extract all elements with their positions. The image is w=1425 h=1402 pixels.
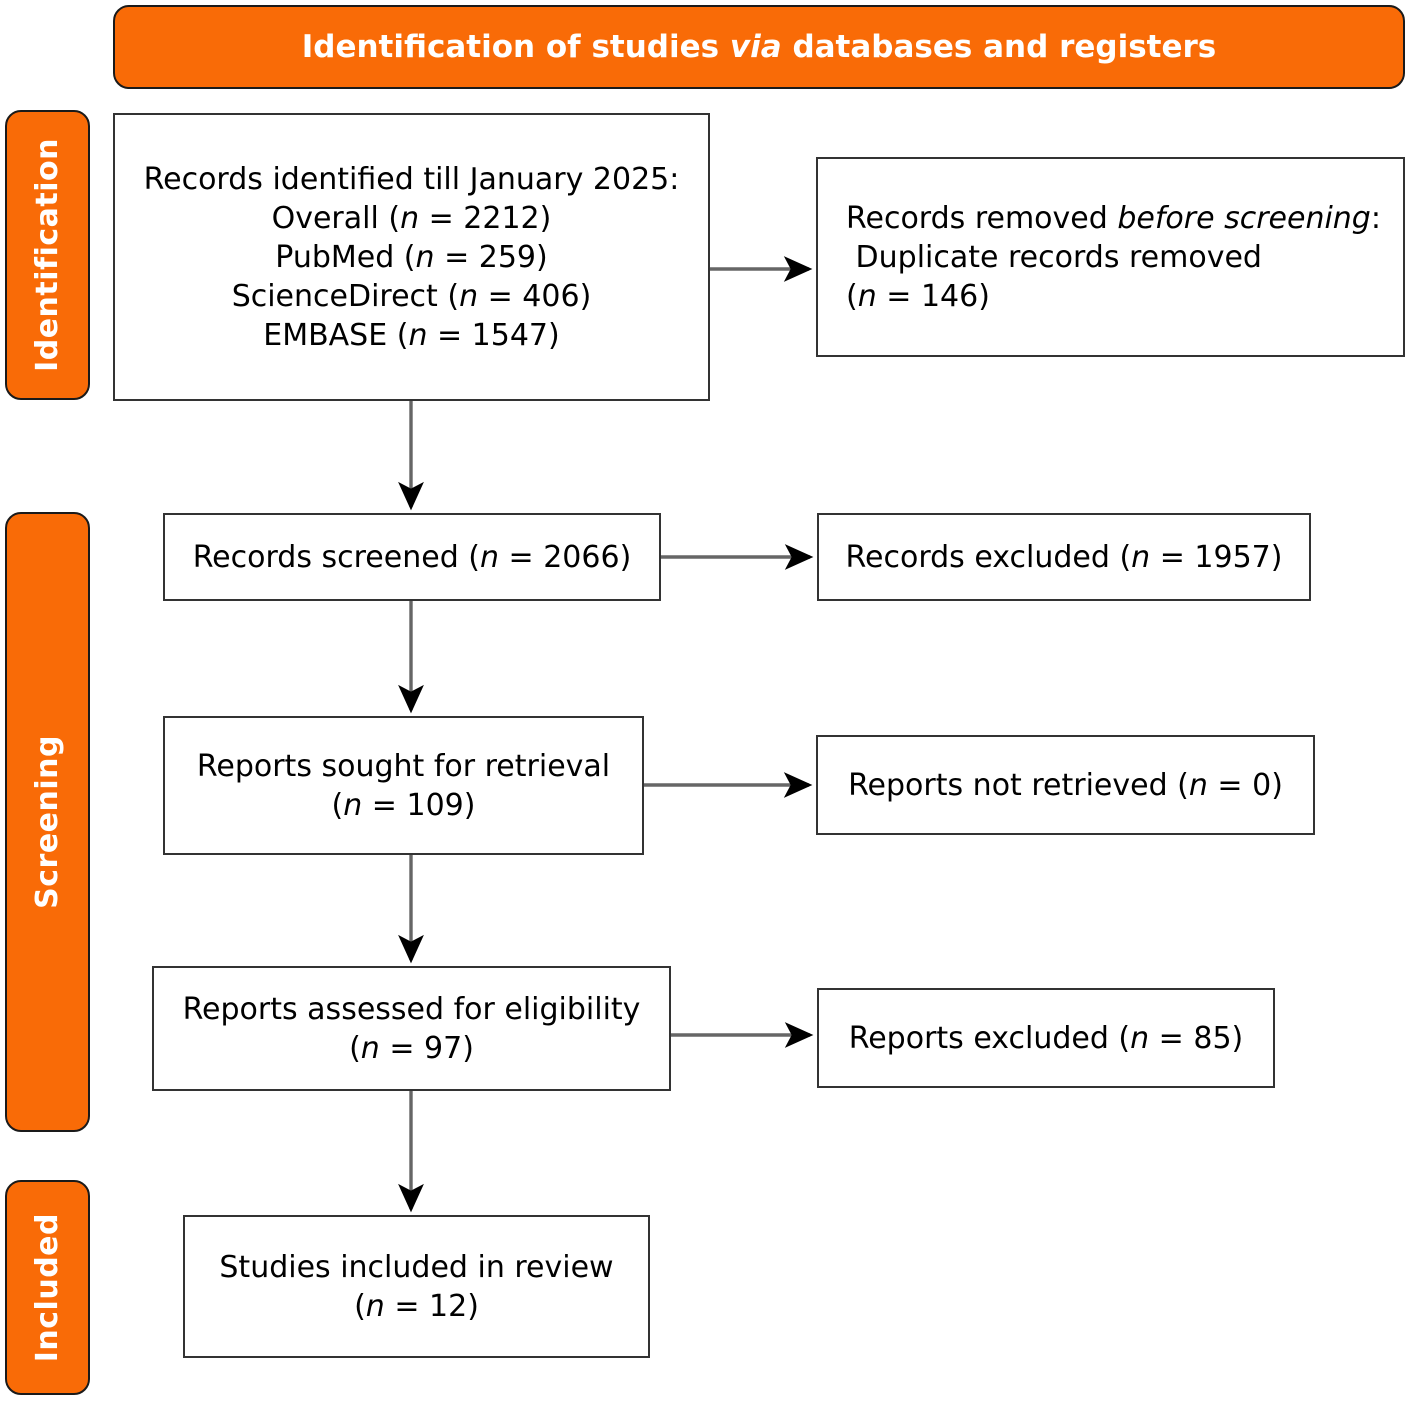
source-pubmed-name: PubMed xyxy=(275,239,395,275)
stage-tab-included-label: Included xyxy=(30,1212,65,1363)
box-records-excluded: Records excluded (n = 1957) xyxy=(817,513,1311,601)
diagram-title-italic: via xyxy=(729,29,782,65)
removed-line2: Duplicate records removed xyxy=(855,239,1262,275)
box-reports-not-retrieved-text: Reports not retrieved (n = 0) xyxy=(848,767,1283,803)
removed-line1-plain: Records removed xyxy=(846,200,1118,236)
box-reports-not-retrieved: Reports not retrieved (n = 0) xyxy=(816,735,1315,835)
removed-n: 146 xyxy=(920,278,979,314)
box-studies-included-in-review: Studies included in review (n = 12) xyxy=(183,1215,650,1358)
reports-not-retrieved-label: Reports not retrieved xyxy=(848,767,1168,803)
box-records-screened-text: Records screened (n = 2066) xyxy=(192,539,632,575)
diagram-title-text: Identification of studies via databases … xyxy=(302,29,1217,65)
studies-included-n: 12 xyxy=(429,1288,468,1324)
box-records-identified: Records identified till January 2025: Ov… xyxy=(113,113,710,401)
diagram-title-tail: databases and registers xyxy=(781,29,1217,65)
reports-assessed-n: 97 xyxy=(424,1030,463,1066)
reports-not-retrieved-n: 0 xyxy=(1252,767,1272,803)
box-studies-included-text: Studies included in review (n = 12) xyxy=(219,1249,614,1324)
stage-tab-included: Included xyxy=(5,1180,90,1395)
box-records-identified-text: Records identified till January 2025: Ov… xyxy=(143,161,680,353)
removed-line1-tail: : xyxy=(1370,200,1381,236)
source-embase-name: EMBASE xyxy=(263,317,388,353)
box-records-screened: Records screened (n = 2066) xyxy=(163,513,661,601)
box-reports-sought-for-retrieval: Reports sought for retrieval (n = 109) xyxy=(163,716,644,855)
records-screened-n: 2066 xyxy=(543,539,620,575)
records-identified-heading: Records identified till January 2025: xyxy=(143,161,680,197)
box-reports-assessed-for-eligibility: Reports assessed for eligibility (n = 97… xyxy=(152,966,671,1091)
box-records-excluded-text: Records excluded (n = 1957) xyxy=(845,539,1283,575)
stage-tab-screening: Screening xyxy=(5,512,90,1132)
reports-excluded-label: Reports excluded xyxy=(848,1020,1109,1056)
box-records-removed-before-screening: Records removed before screening: Duplic… xyxy=(816,157,1405,357)
stage-tab-identification-label: Identification xyxy=(30,138,65,372)
reports-excluded-n: 85 xyxy=(1193,1020,1232,1056)
box-reports-excluded-text: Reports excluded (n = 85) xyxy=(848,1020,1244,1056)
source-sciencedirect-n: 406 xyxy=(522,278,580,314)
records-excluded-n: 1957 xyxy=(1194,539,1271,575)
diagram-title-plain: Identification of studies xyxy=(301,29,730,65)
box-records-removed-text: Records removed before screening: Duplic… xyxy=(846,200,1381,314)
box-reports-sought-text: Reports sought for retrieval (n = 109) xyxy=(196,748,611,823)
reports-sought-n: 109 xyxy=(406,787,464,823)
removed-line1-italic: before screening xyxy=(1117,200,1371,236)
records-excluded-label: Records excluded xyxy=(845,539,1110,575)
studies-included-label: Studies included in review xyxy=(219,1249,614,1285)
stage-tab-screening-label: Screening xyxy=(30,735,65,909)
stage-tab-identification: Identification xyxy=(5,110,90,400)
box-reports-excluded: Reports excluded (n = 85) xyxy=(817,988,1275,1088)
source-embase-n: 1547 xyxy=(471,317,549,353)
source-pubmed-n: 259 xyxy=(478,239,537,275)
reports-sought-label: Reports sought for retrieval xyxy=(196,748,611,784)
records-screened-label: Records screened xyxy=(192,539,459,575)
source-overall-name: Overall xyxy=(271,200,379,236)
source-overall-n: 2212 xyxy=(463,200,540,236)
diagram-title-banner: Identification of studies via databases … xyxy=(113,5,1405,89)
box-reports-assessed-text: Reports assessed for eligibility (n = 97… xyxy=(182,991,641,1066)
source-sciencedirect-name: ScienceDirect xyxy=(231,278,438,314)
reports-assessed-label: Reports assessed for eligibility xyxy=(182,991,641,1027)
